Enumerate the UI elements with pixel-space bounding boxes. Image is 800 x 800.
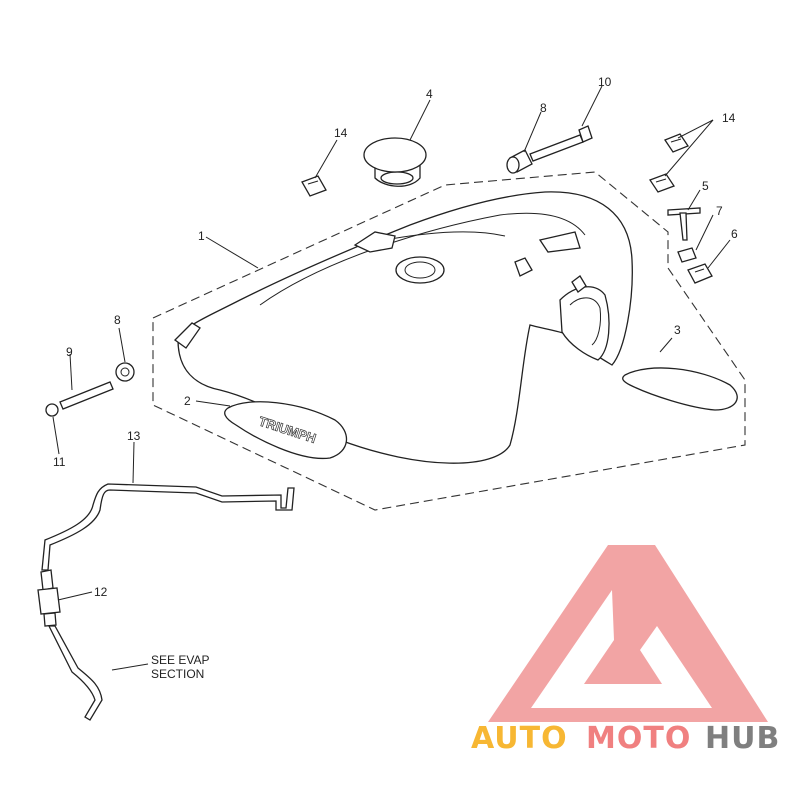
callout-4: 4 [426,87,433,101]
leader-lines [52,85,731,671]
tank-badge: TRIUMPH [224,401,348,460]
pin-9 [59,381,114,410]
callout-labels: 1 2 3 4 5 6 7 8 8 9 10 11 12 13 14 14 [53,75,738,599]
callout-13: 13 [127,429,141,443]
callout-1: 1 [198,229,205,243]
callout-2: 2 [184,394,191,408]
fuel-tank [174,191,633,464]
clip-nut-right-lower [649,173,675,193]
watermark-hub: HUB [705,721,780,756]
nut-11 [45,403,59,417]
bolt-5 [667,207,701,241]
watermark-auto: AUTO [471,721,568,756]
callout-12: 12 [94,585,108,599]
callout-10: 10 [598,75,612,89]
callout-8-left: 8 [114,313,121,327]
watermark-moto: MOTO [586,721,691,756]
inline-valve [37,569,61,627]
washer-7 [677,247,697,263]
callout-14-left: 14 [334,126,348,140]
evap-hose [47,625,103,721]
callout-3: 3 [674,323,681,337]
callout-6: 6 [731,227,738,241]
callout-7: 7 [716,204,723,218]
breather-hose [41,483,295,571]
rubber-mount-6 [687,263,713,284]
evap-note: SEE EVAP SECTION [151,653,209,681]
callout-5: 5 [702,179,709,193]
note-line-2: SECTION [151,667,204,681]
watermark-text: AUTO MOTO HUB [471,721,780,756]
grommet-top [506,149,533,174]
callout-11: 11 [53,455,66,469]
knee-pad [622,367,738,411]
clip-nut-right-upper [664,133,689,153]
filler-neck [395,256,445,284]
callout-8-top: 8 [540,101,547,115]
grommet-left [115,362,135,382]
fuel-cap [363,137,427,187]
callout-9: 9 [66,345,73,359]
logo-mark [488,545,768,722]
assembly-boundary [152,171,746,511]
callout-14-right: 14 [722,111,736,125]
clip-nut-left [301,175,327,197]
note-line-1: SEE EVAP [151,653,209,667]
long-bolt [529,125,593,162]
automotohub-logo [488,545,768,722]
